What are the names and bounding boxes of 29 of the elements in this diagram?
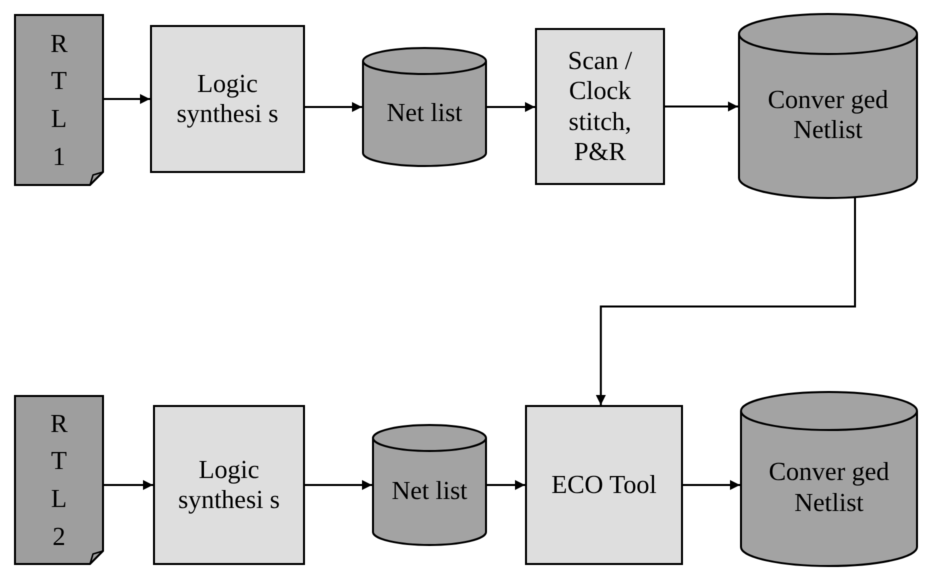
process-box (153, 405, 305, 565)
arrow (104, 94, 150, 104)
arrow (683, 480, 740, 490)
database-cylinder (362, 48, 487, 166)
arrow (665, 102, 738, 112)
node-label: RTL2 (49, 408, 69, 553)
database-cylinder (372, 425, 487, 545)
database-cylinder (740, 392, 918, 566)
arrow (487, 102, 535, 112)
arrow (305, 480, 372, 490)
process-box (535, 28, 665, 185)
node-label: RTL1 (49, 28, 69, 173)
document-shape (14, 14, 104, 186)
document-shape (14, 395, 104, 565)
arrow (305, 102, 362, 112)
node-label: Conver ged Netlist (768, 457, 890, 518)
node-label: Scan / Clock stitch, P&R (566, 46, 634, 168)
node-label: Net list (390, 476, 468, 506)
arrow (104, 480, 153, 490)
node-label: ECO Tool (550, 470, 658, 500)
arrow (487, 480, 525, 490)
process-box (525, 405, 683, 565)
database-cylinder (738, 14, 918, 198)
node-label: Net list (386, 98, 464, 128)
node-label: Logic synthesi s (177, 454, 281, 516)
node-label: Logic synthesi s (176, 68, 280, 130)
node-label: Conver ged Netlist (766, 84, 890, 146)
process-box (150, 25, 305, 173)
arrow (596, 198, 856, 405)
